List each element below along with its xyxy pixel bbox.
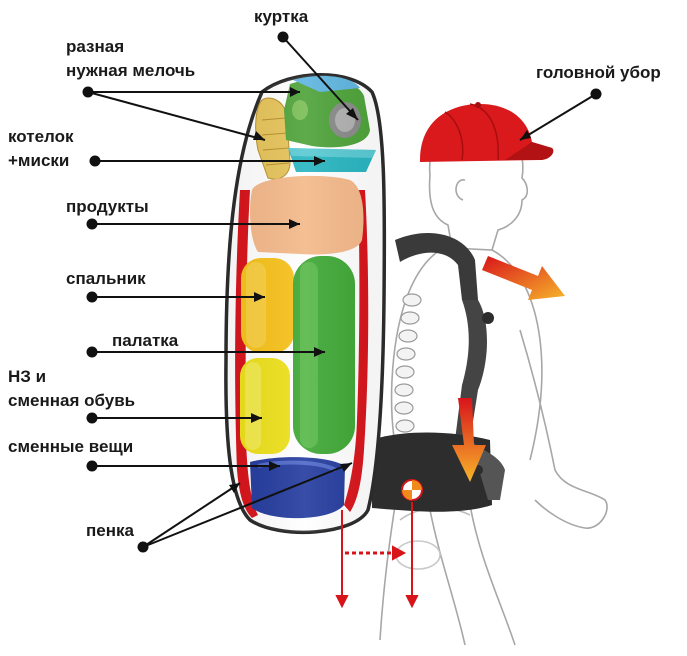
label-pot-line1: котелок (8, 126, 74, 148)
label-misc-line2: нужная мелочь (66, 60, 195, 82)
dot-tent (87, 347, 98, 358)
backpack-icon (226, 75, 385, 533)
dot-pot (90, 156, 101, 167)
dot-sleeping-bag (87, 292, 98, 303)
label-nz-line2: сменная обувь (8, 390, 135, 412)
dot-headwear (591, 89, 602, 100)
label-tent: палатка (112, 330, 178, 352)
label-nz-line1: НЗ и (8, 366, 46, 388)
dot-jacket (278, 32, 289, 43)
dot-misc (83, 87, 94, 98)
label-misc-line1: разная (66, 36, 124, 58)
center-of-mass-icon (402, 480, 422, 500)
force-arrow-neck (482, 256, 565, 300)
dot-mat (138, 542, 149, 553)
hiker-silhouette-icon (380, 126, 607, 645)
label-sleeping-bag: спальник (66, 268, 146, 290)
label-headwear: головной убор (536, 62, 661, 84)
label-pot-line2: +миски (8, 150, 69, 172)
dot-spare-clothes (87, 461, 98, 472)
dot-shoes (87, 413, 98, 424)
spine-icon (395, 294, 421, 432)
label-food: продукты (66, 196, 149, 218)
label-mat: пенка (86, 520, 134, 542)
label-jacket: куртка (254, 6, 308, 28)
dot-food (87, 219, 98, 230)
label-spare-clothes: сменные вещи (8, 436, 133, 458)
